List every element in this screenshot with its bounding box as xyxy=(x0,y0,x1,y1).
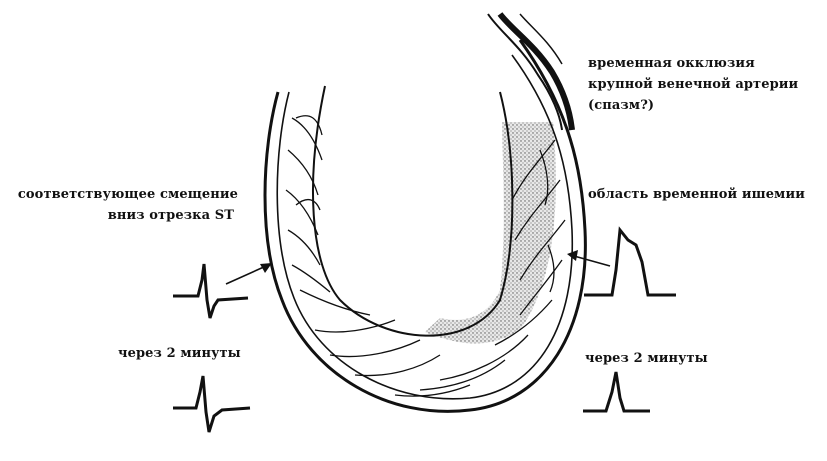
left-vessels xyxy=(286,116,440,376)
label-occlusion: временная окклюзия xyxy=(588,55,755,72)
label-st-shift-line1: соответствующее смещение xyxy=(6,186,238,203)
label-artery: крупной венечной артерии xyxy=(588,76,798,93)
inner-wall xyxy=(313,86,512,336)
ecg-left-after xyxy=(173,376,250,432)
label-after-left: через 2 минуты xyxy=(118,345,241,362)
ischemia-region xyxy=(425,122,556,344)
arrow-left xyxy=(226,263,272,284)
arrow-right xyxy=(567,250,610,266)
ecg-left-st-depression xyxy=(173,264,248,318)
label-ischemia: область временной ишемии xyxy=(588,186,805,203)
label-spasm: (спазм?) xyxy=(588,97,654,114)
label-st-shift-line2: вниз отрезка ST xyxy=(6,207,234,224)
ecg-right-after xyxy=(583,372,650,411)
label-after-right: через 2 минуты xyxy=(585,350,708,367)
